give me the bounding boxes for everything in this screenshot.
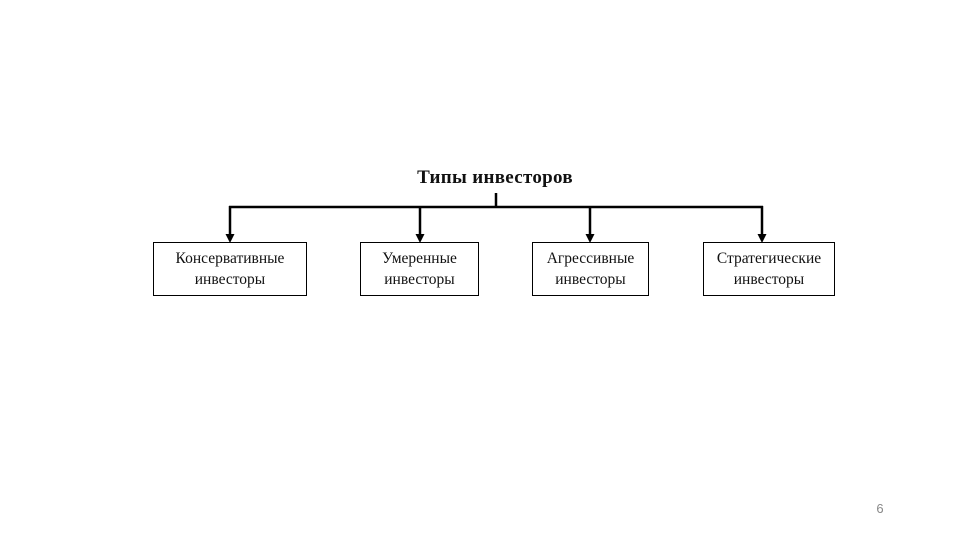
node-label-line: инвесторы (733, 271, 805, 288)
arrow-to-moderate (415, 206, 425, 243)
node-label-line: Консервативные (175, 250, 285, 267)
node-label-line: инвесторы (555, 271, 626, 288)
node-label-line: Умеренные (382, 250, 457, 267)
node-label-line: инвесторы (384, 271, 455, 288)
arrow-to-conservative (225, 206, 235, 243)
node-label-line: Агрессивные (546, 250, 635, 267)
diagram-title: Типы инвесторов (417, 167, 573, 188)
node-label-line: инвесторы (194, 271, 266, 288)
arrow-to-aggressive (585, 206, 595, 243)
node-box-strategic: Стратегические инвесторы (703, 242, 835, 296)
node-box-moderate: Умеренные инвесторы (360, 242, 479, 296)
arrow-to-strategic (757, 206, 767, 243)
node-label-line: Стратегические (716, 250, 822, 267)
node-box-conservative: Консервативные инвесторы (153, 242, 307, 296)
page-number: 6 (876, 501, 884, 516)
node-box-aggressive: Агрессивные инвесторы (532, 242, 649, 296)
